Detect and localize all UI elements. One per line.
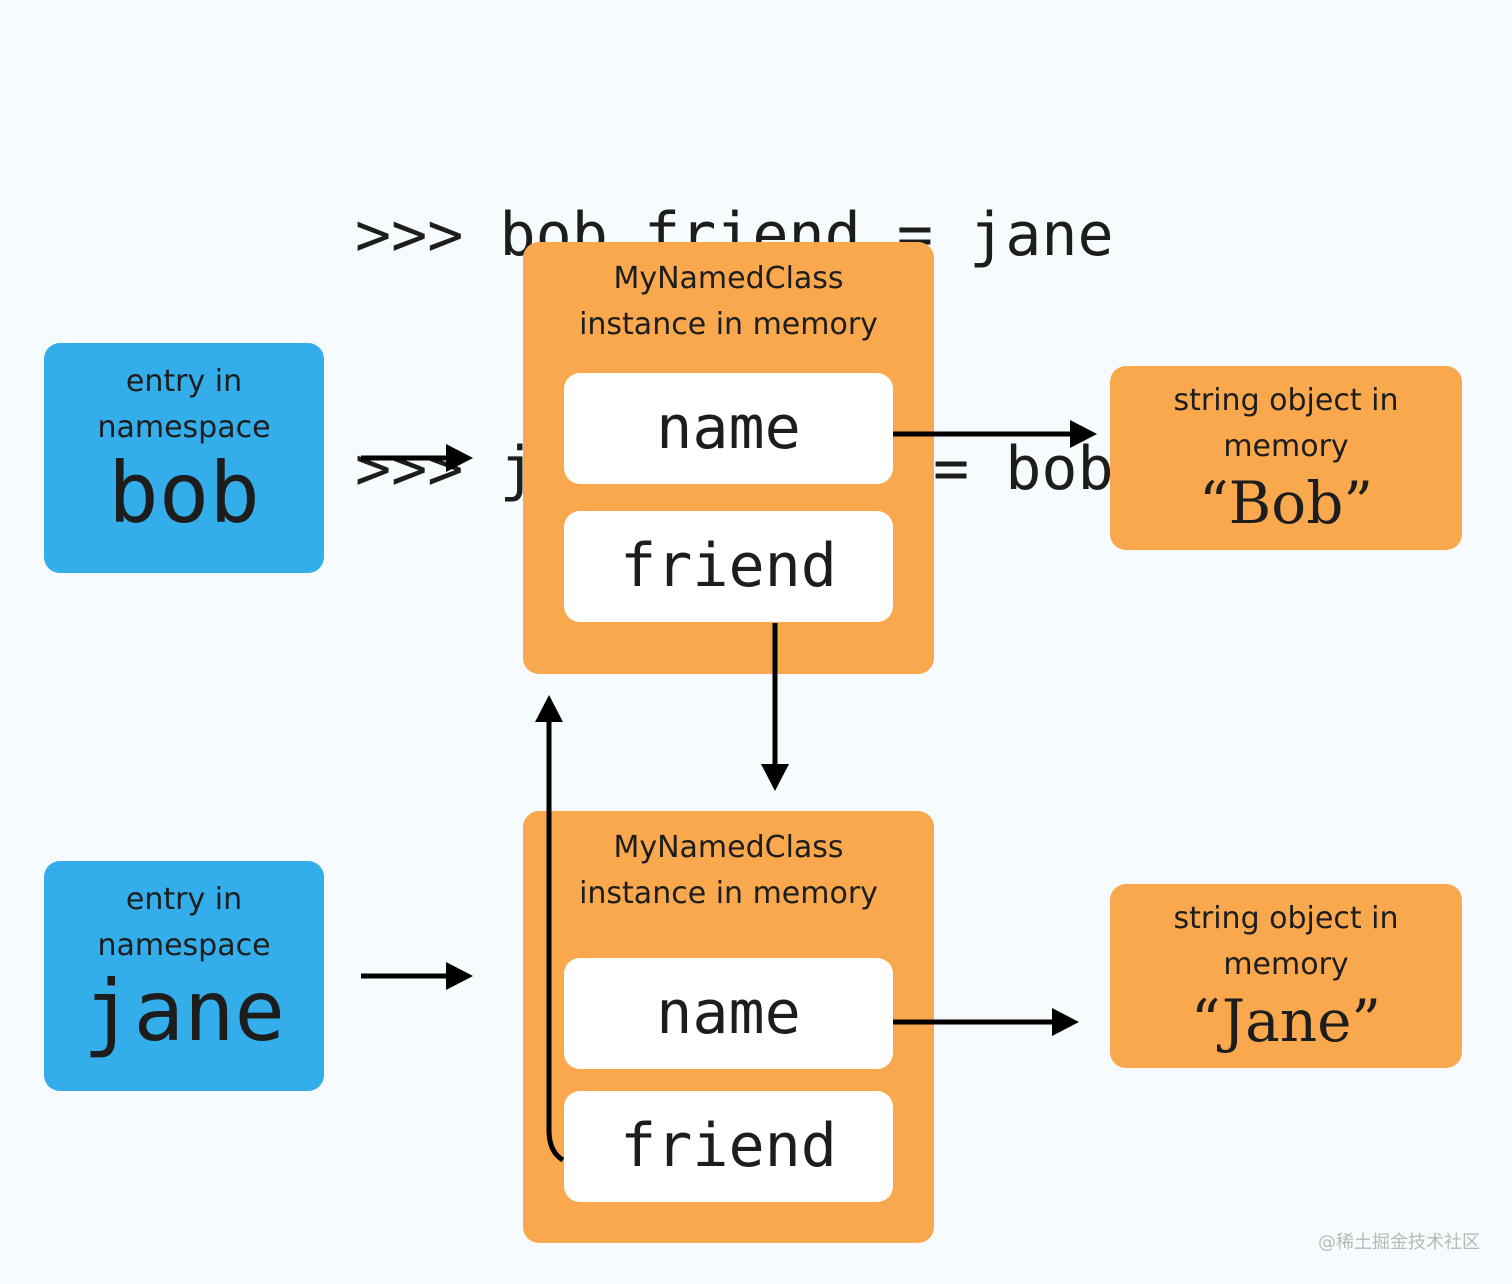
- string-object-label-line1: string object in: [1173, 901, 1399, 936]
- string-object-label-line2: memory: [1223, 429, 1349, 464]
- arrow-jane-name-to-string: [893, 1008, 1079, 1036]
- field-friend-bob: friend: [564, 511, 893, 622]
- arrow-bob-to-instance: [361, 444, 473, 472]
- namespace-entry-label: entry in namespace: [44, 359, 324, 451]
- namespace-entry-label: entry in namespace: [44, 877, 324, 969]
- instance-label-line1: MyNamedClass: [613, 261, 844, 296]
- watermark: @稀土掘金技术社区: [1318, 1232, 1480, 1253]
- arrow-jane-friend-to-bob: [535, 695, 565, 1163]
- string-object-value-bob: “Bob”: [1199, 469, 1373, 537]
- namespace-entry-jane: entry in namespace jane: [44, 861, 324, 1091]
- string-object-label-line1: string object in: [1173, 383, 1399, 418]
- string-object-label: string object in memory: [1110, 378, 1462, 470]
- field-name-jane: name: [564, 958, 893, 1069]
- arrow-bob-friend-to-jane: [761, 623, 789, 791]
- arrow-bob-name-to-string: [893, 420, 1097, 448]
- namespace-entry-bob: entry in namespace bob: [44, 343, 324, 573]
- instance-label-line2: instance in memory: [579, 876, 878, 911]
- namespace-entry-name-bob: bob: [108, 444, 260, 542]
- string-object-value-jane: “Jane”: [1190, 987, 1382, 1055]
- namespace-entry-label-line2: namespace: [97, 928, 271, 963]
- string-object-jane: string object in memory “Jane”: [1110, 884, 1462, 1068]
- instance-box-bob: MyNamedClass instance in memory name fri…: [523, 242, 934, 674]
- field-name-bob: name: [564, 373, 893, 484]
- instance-box-jane: MyNamedClass instance in memory name fri…: [523, 811, 934, 1243]
- instance-label-line1: MyNamedClass: [613, 830, 844, 865]
- namespace-entry-label-line1: entry in: [125, 364, 243, 399]
- instance-label: MyNamedClass instance in memory: [523, 256, 934, 348]
- namespace-entry-name-jane: jane: [82, 962, 286, 1060]
- string-object-bob: string object in memory “Bob”: [1110, 366, 1462, 550]
- namespace-entry-label-line2: namespace: [97, 410, 271, 445]
- field-friend-jane: friend: [564, 1091, 893, 1202]
- instance-label: MyNamedClass instance in memory: [523, 825, 934, 917]
- arrow-jane-to-instance: [361, 962, 473, 990]
- namespace-entry-label-line1: entry in: [125, 882, 243, 917]
- string-object-label-line2: memory: [1223, 947, 1349, 982]
- string-object-label: string object in memory: [1110, 896, 1462, 988]
- instance-label-line2: instance in memory: [579, 307, 878, 342]
- code-line-bob-friend: >>> bob.friend = jane: [355, 200, 1114, 270]
